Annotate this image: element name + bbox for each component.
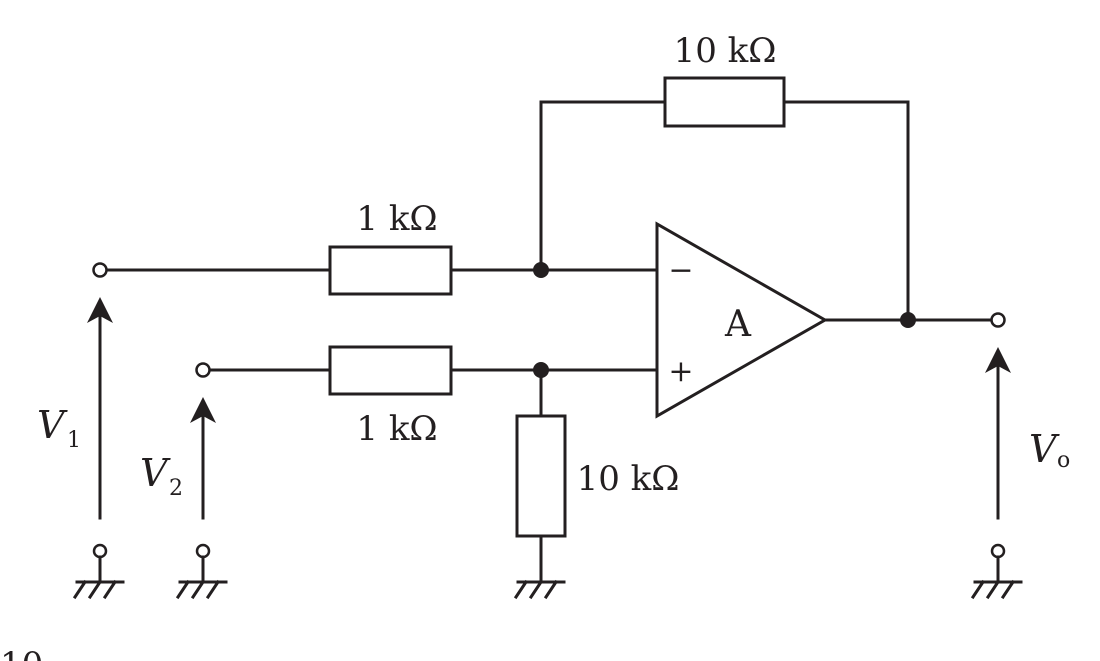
opamp-triangle [655, 221, 829, 419]
terminal-v2 [195, 362, 211, 378]
resistor-input-noninverting [328, 345, 453, 396]
label-v2-symbol: V [140, 451, 171, 495]
ground-vo [970, 543, 1023, 600]
arrow-v1 [87, 297, 113, 520]
label-v1: V 1 [37, 403, 81, 453]
arrow-vo [985, 347, 1011, 520]
junction-output [900, 312, 916, 328]
label-v2-subscript: 2 [169, 476, 183, 501]
junction-inverting [533, 262, 549, 278]
junction-noninverting [533, 362, 549, 378]
label-resistor-feedback: 10 kΩ [674, 31, 777, 71]
label-resistor-ground-noninverting: 10 kΩ [577, 459, 680, 499]
label-vo-symbol: V [1029, 427, 1060, 471]
terminal-vo [990, 312, 1006, 328]
opamp-label: A [724, 304, 752, 345]
resistor-feedback [663, 76, 786, 128]
label-v2: V 2 [140, 451, 183, 501]
figure-number: 10 [0, 645, 43, 661]
label-vo-subscript: o [1057, 448, 1070, 473]
ground-v2 [175, 543, 228, 600]
label-v1-subscript: 1 [67, 428, 81, 453]
ground-r4 [513, 579, 566, 600]
resistor-ground-noninverting [515, 414, 567, 538]
wire-feedback-left [539, 100, 667, 272]
resistor-input-inverting [328, 245, 453, 296]
wire-feedback-right [782, 100, 910, 322]
label-vo: V o [1029, 427, 1070, 473]
label-resistor-input-noninverting: 1 kΩ [356, 409, 437, 449]
terminal-v1 [92, 262, 108, 278]
opamp-noninverting-sign: + [668, 354, 693, 389]
label-resistor-input-inverting: 1 kΩ [356, 199, 437, 239]
arrow-v2 [190, 397, 216, 520]
label-v1-symbol: V [37, 403, 68, 447]
ground-v1 [72, 543, 125, 600]
opamp-inverting-sign: − [668, 253, 693, 288]
